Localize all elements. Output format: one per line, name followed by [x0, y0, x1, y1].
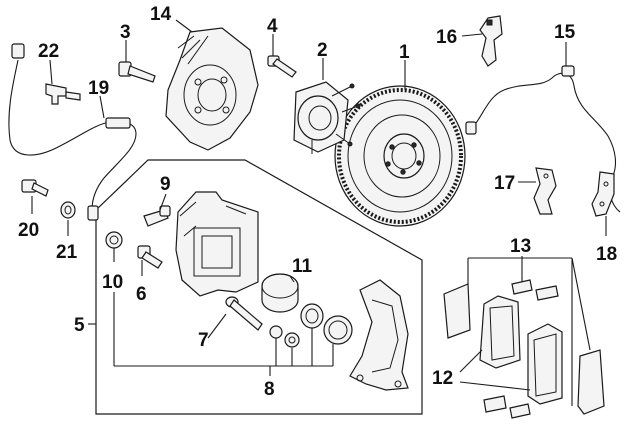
- dust-shield: [165, 27, 259, 151]
- banjo-bolt: [21, 179, 49, 197]
- abs-sensor-clip: [591, 171, 615, 217]
- guide-pin: [225, 296, 263, 331]
- caliper-body: [175, 191, 259, 297]
- callout-10: 10: [102, 272, 123, 293]
- callout-3: 3: [120, 22, 131, 43]
- callout-16: 16: [436, 27, 457, 48]
- callout-11: 11: [292, 256, 313, 277]
- brake-rotor: [334, 85, 466, 227]
- callout-14: 14: [150, 4, 172, 25]
- callout-13: 13: [510, 236, 531, 257]
- callout-9: 9: [160, 174, 171, 195]
- brake-hose: [8, 43, 137, 221]
- bleeder-screw: [143, 205, 171, 227]
- callout-21: 21: [56, 242, 78, 263]
- piston-seal-kit: [269, 303, 353, 348]
- callout-5: 5: [74, 315, 85, 336]
- callout-2: 2: [317, 40, 328, 61]
- callout-22: 22: [38, 41, 59, 62]
- callout-15: 15: [554, 22, 576, 43]
- caliper-bolt: [137, 245, 163, 269]
- callout-12: 12: [432, 368, 453, 389]
- callout-19: 19: [88, 78, 109, 99]
- callout-6: 6: [136, 284, 147, 305]
- callout-1: 1: [399, 42, 410, 63]
- sensor-bracket-upper: [479, 15, 503, 67]
- callout-20: 20: [18, 220, 39, 241]
- hose-clip: [45, 83, 81, 105]
- caliper-bracket: [349, 279, 409, 391]
- shield-bolt: [267, 55, 297, 78]
- brake-pad-set: [443, 283, 605, 415]
- callout-8: 8: [264, 379, 275, 400]
- caliper-piston: [261, 273, 299, 313]
- hub-bolt: [118, 61, 156, 83]
- copper-washer: [60, 201, 76, 219]
- callout-17: 17: [494, 173, 515, 194]
- callout-4: 4: [267, 16, 278, 37]
- callout-7: 7: [198, 330, 209, 351]
- bleeder-cap: [105, 231, 123, 249]
- pad-hardware-kit: [483, 279, 559, 419]
- wheel-hub: [293, 81, 361, 154]
- callout-18: 18: [596, 244, 617, 265]
- sensor-bracket-middle: [533, 167, 557, 215]
